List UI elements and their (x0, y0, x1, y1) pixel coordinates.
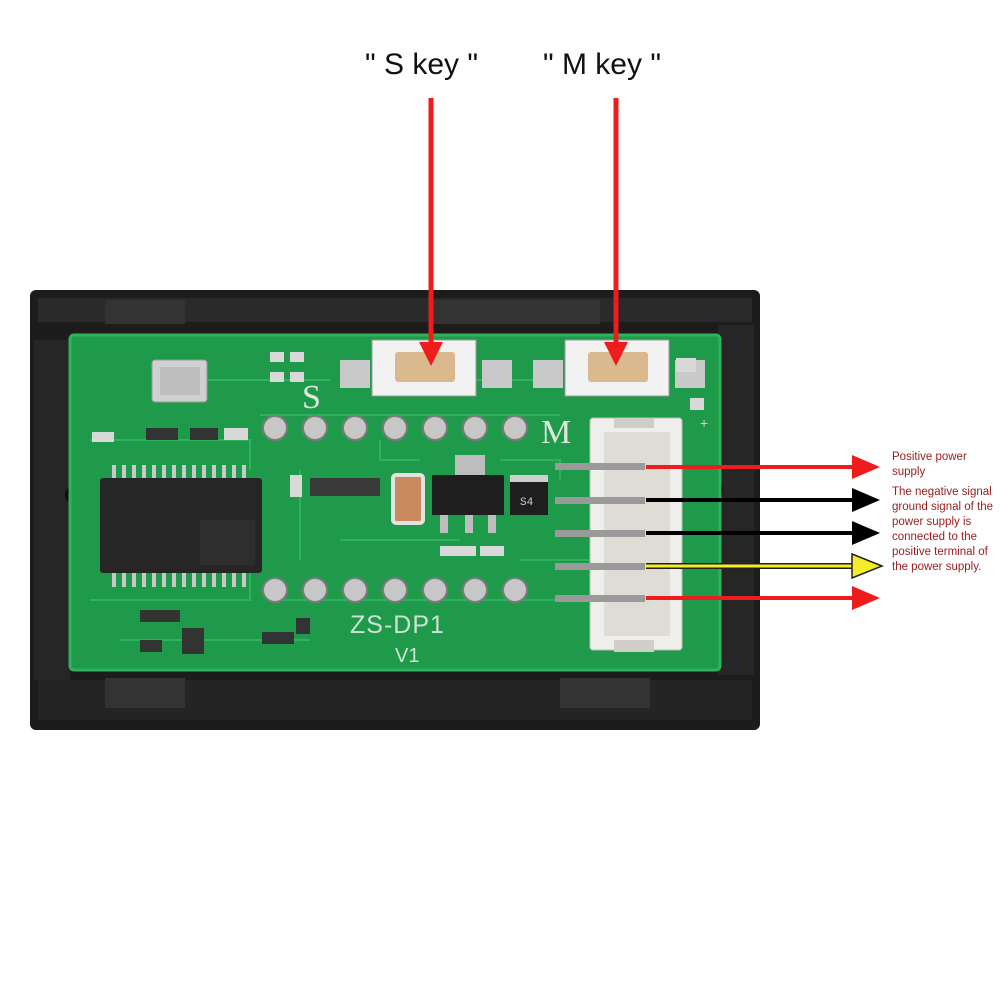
main-ic-chip (100, 465, 262, 587)
silk-s-mark: S (302, 379, 321, 416)
silk-model-text: ZS-DP1 (350, 611, 445, 639)
diode-mark: S4 (520, 497, 534, 509)
smd-diode: S4 (510, 475, 548, 515)
positive-supply-note: Positive power supply (892, 451, 967, 478)
pad-row-top (262, 415, 528, 441)
m-key-arrow (604, 98, 628, 366)
pad-row-bottom (262, 577, 528, 603)
voltage-regulator (432, 455, 504, 533)
m-key-label: " M key " (543, 48, 661, 81)
silk-plus-mark: + (700, 415, 708, 431)
tantalum-capacitor (391, 473, 425, 525)
pin4-yellow-arrow (646, 552, 885, 580)
s-key-arrow (419, 98, 443, 366)
pin5-red-arrow (646, 586, 880, 610)
smd-components (92, 352, 704, 654)
silk-version-text: V1 (395, 645, 419, 667)
pin2-black-arrow (646, 488, 880, 512)
pin1-red-arrow (646, 455, 880, 479)
ground-signal-note: The negative signal ground signal of the… (892, 486, 994, 573)
silk-m-mark: M (541, 414, 571, 451)
pin3-black-arrow (646, 521, 880, 545)
s-key-label: " S key " (365, 48, 478, 81)
